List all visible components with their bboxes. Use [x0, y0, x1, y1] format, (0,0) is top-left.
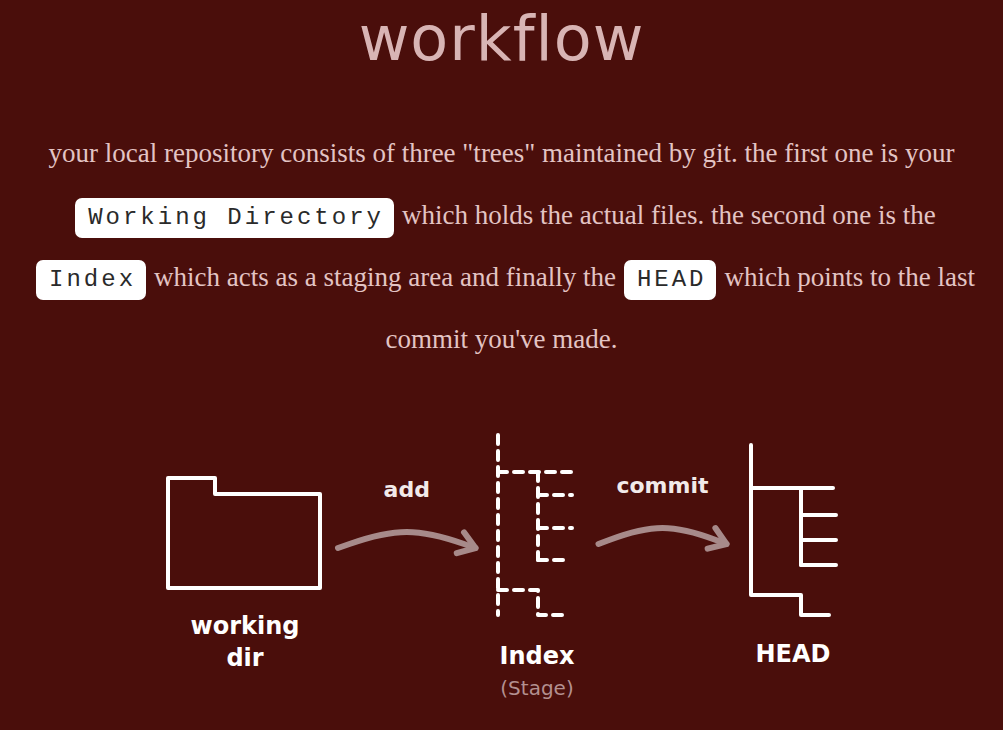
dashed-tree-line: [498, 590, 565, 615]
arrow-head: [457, 532, 476, 553]
tree-node: HEAD: [735, 440, 852, 674]
tree-line: [801, 515, 836, 565]
code-chip: HEAD: [624, 260, 717, 300]
code-chip: Index: [36, 260, 146, 300]
intro-paragraph: your local repository consists of three …: [20, 122, 983, 370]
arrow-connector: [599, 528, 727, 549]
node-label: HEAD: [735, 638, 852, 670]
edge-label: commit: [616, 472, 708, 500]
arrow-head: [708, 528, 727, 549]
node-icon: [490, 430, 585, 626]
tree-line: [168, 478, 320, 588]
body-text: which holds the actual files. the second…: [402, 200, 936, 230]
node-icon: [741, 440, 846, 631]
dashed-tree-line: [536, 472, 540, 560]
tree-line: [799, 488, 803, 565]
tree-line: [751, 486, 833, 490]
dashed-tree-line: [538, 495, 572, 560]
code-chip: Working Directory: [75, 198, 394, 238]
node-label: working dir: [160, 610, 330, 674]
node-label: Index(Stage): [484, 640, 591, 704]
node-title: Index: [490, 640, 585, 672]
connector-line: [338, 532, 476, 548]
tree-line: [751, 445, 829, 615]
node-title: working dir: [183, 610, 308, 674]
body-text: your local repository consists of three …: [48, 138, 954, 168]
body-text: which acts as a staging area and finally…: [154, 262, 616, 292]
tree-node: working dir: [160, 470, 330, 678]
node-title: HEAD: [741, 638, 846, 670]
page-title: workflow: [0, 0, 1003, 78]
edge-label: add: [384, 476, 430, 504]
tree-node: Index(Stage): [484, 430, 591, 708]
arrow-connector: [338, 532, 476, 553]
node-subtitle: (Stage): [490, 672, 585, 704]
connector-line: [599, 528, 727, 544]
node-icon: [160, 470, 330, 601]
